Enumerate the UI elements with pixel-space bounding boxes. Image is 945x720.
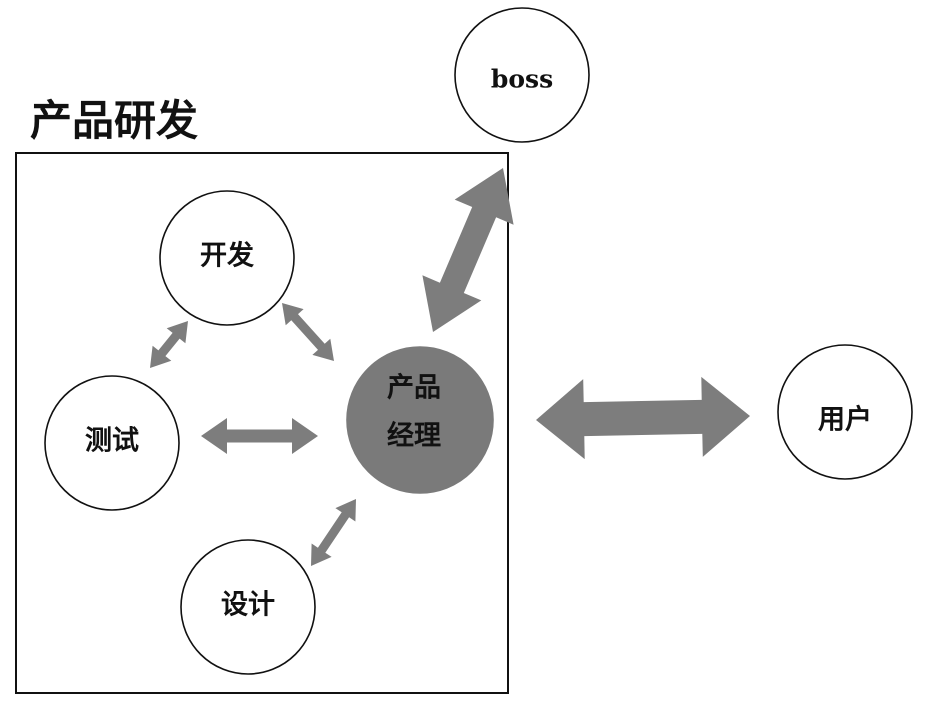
node-user-circle [777, 344, 913, 480]
group-title: 产品研发 [30, 96, 198, 145]
node-boss-label: boss [491, 65, 553, 94]
node-user-label: 用户 [818, 404, 872, 436]
node-pm-label-line1: 产品 [387, 373, 441, 404]
node-dev: 开发 [159, 190, 295, 326]
node-dev-circle [159, 190, 295, 326]
node-test-circle [44, 375, 180, 511]
node-pm-circle [346, 346, 494, 494]
node-pm: 产品 经理 [346, 346, 494, 494]
node-boss-circle [454, 7, 590, 143]
node-design-circle [180, 539, 316, 675]
arrow-pm-boss [422, 168, 514, 332]
node-design-label: 设计 [221, 590, 275, 621]
node-test: 测试 [44, 375, 180, 511]
arrow-pm-user [536, 376, 750, 460]
node-dev-label: 开发 [200, 240, 254, 272]
node-pm-label-line2: 经理 [387, 420, 441, 452]
arrows-layer [150, 168, 750, 566]
arrow-test-pm [201, 418, 318, 454]
node-test-label: 测试 [85, 426, 139, 457]
group-box [15, 152, 509, 694]
node-user: 用户 [777, 344, 913, 480]
arrow-dev-test [150, 321, 188, 368]
arrow-design-pm [311, 499, 356, 566]
node-design: 设计 [180, 539, 316, 675]
arrow-dev-pm [282, 303, 334, 361]
node-boss: boss [454, 7, 590, 143]
